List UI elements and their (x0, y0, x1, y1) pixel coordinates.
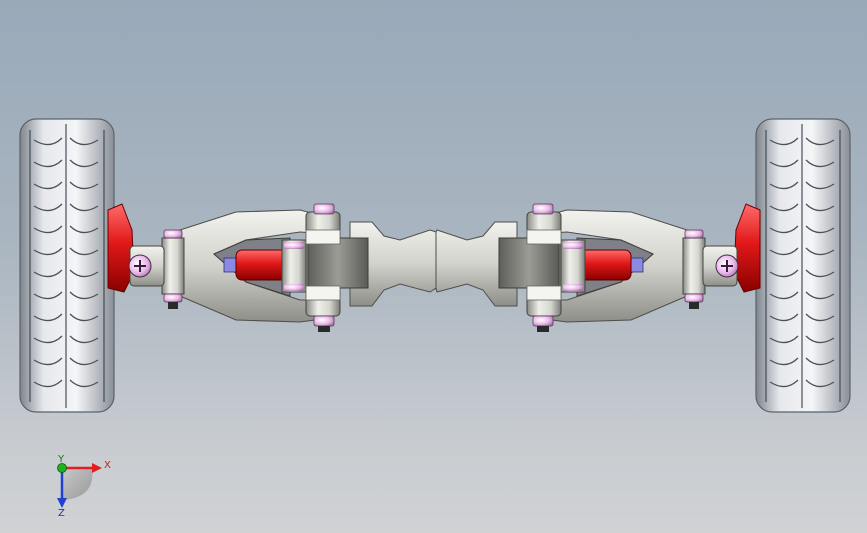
x-axis-label: X (104, 460, 111, 471)
right-wheel[interactable] (755, 118, 851, 413)
triad-shading (62, 468, 93, 500)
left-inner-pivot[interactable] (305, 203, 369, 332)
x-axis-arrow (62, 463, 102, 473)
left-tire-tread (29, 124, 105, 408)
orientation-triad[interactable]: X Y Z (57, 454, 111, 519)
left-knuckle-pins (163, 229, 183, 309)
center-chassis-beam[interactable] (349, 221, 518, 307)
right-upright[interactable] (733, 203, 761, 293)
right-tire-tread (765, 124, 841, 408)
y-axis-dot (57, 463, 67, 473)
right-inner-pivot[interactable] (498, 203, 562, 332)
y-axis-label: Y (57, 454, 65, 465)
left-outer-bolt (128, 254, 152, 278)
right-outer-bolt (715, 254, 739, 278)
z-axis-arrow (57, 468, 67, 508)
left-wheel[interactable] (19, 118, 115, 413)
z-axis-label: Z (58, 508, 65, 519)
right-shock-absorber[interactable] (560, 239, 644, 293)
right-knuckle-pins (684, 229, 704, 309)
left-shock-absorber[interactable] (223, 239, 307, 293)
